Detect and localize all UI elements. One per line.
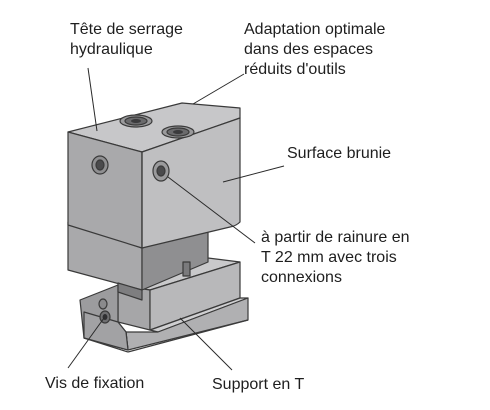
hydraulic-clamping-head	[67, 102, 241, 249]
label-t-support: Support en T	[212, 375, 304, 395]
label-adaptation-line-3: réduits d'outils	[244, 61, 346, 78]
leader-tete	[87, 67, 98, 132]
label-hydraulic-head: Tête de serrage hydraulique	[70, 20, 183, 60]
support-flange-right	[125, 297, 249, 351]
label-t-slot-line-2: T 22 mm avec trois	[261, 249, 397, 266]
leader-vis	[67, 317, 105, 369]
label-adaptation-line-1: Adaptation optimale	[244, 21, 386, 38]
label-adaptation-line-2: dans des espaces	[244, 41, 373, 58]
label-t-support-line-1: Support en T	[212, 376, 305, 393]
support-lower-block	[83, 311, 129, 351]
label-fixing-screw: Vis de fixation	[45, 374, 144, 394]
label-t-slot: à partir de rainure en T 22 mm avec troi…	[261, 228, 410, 288]
hydraulic-port-icon	[119, 114, 153, 128]
label-adaptation: Adaptation optimale dans des espaces réd…	[244, 20, 385, 80]
label-t-slot-line-1: à partir de rainure en	[261, 229, 410, 246]
locating-pin-icon	[182, 261, 191, 277]
label-hydraulic-head-line-2: hydraulique	[70, 41, 153, 58]
hydraulic-port-2-icon	[161, 125, 195, 139]
leader-surface	[222, 165, 285, 183]
support-edge	[83, 337, 129, 353]
connection-port-icon	[152, 160, 170, 182]
support-edge-2	[127, 319, 249, 353]
label-t-slot-line-3: connexions	[261, 269, 342, 286]
label-burnished-surface: Surface brunie	[287, 144, 391, 164]
label-hydraulic-head-line-1: Tête de serrage	[70, 21, 183, 38]
label-burnished-surface-line-1: Surface brunie	[287, 145, 392, 162]
side-screw-icon	[91, 155, 109, 175]
leader-support	[179, 317, 233, 371]
leader-adaptation	[192, 73, 245, 105]
head-right-face	[141, 117, 241, 249]
lower-body-shadow	[117, 282, 143, 301]
leader-rainure	[167, 176, 256, 244]
label-fixing-screw-line-1: Vis de fixation	[45, 375, 145, 392]
